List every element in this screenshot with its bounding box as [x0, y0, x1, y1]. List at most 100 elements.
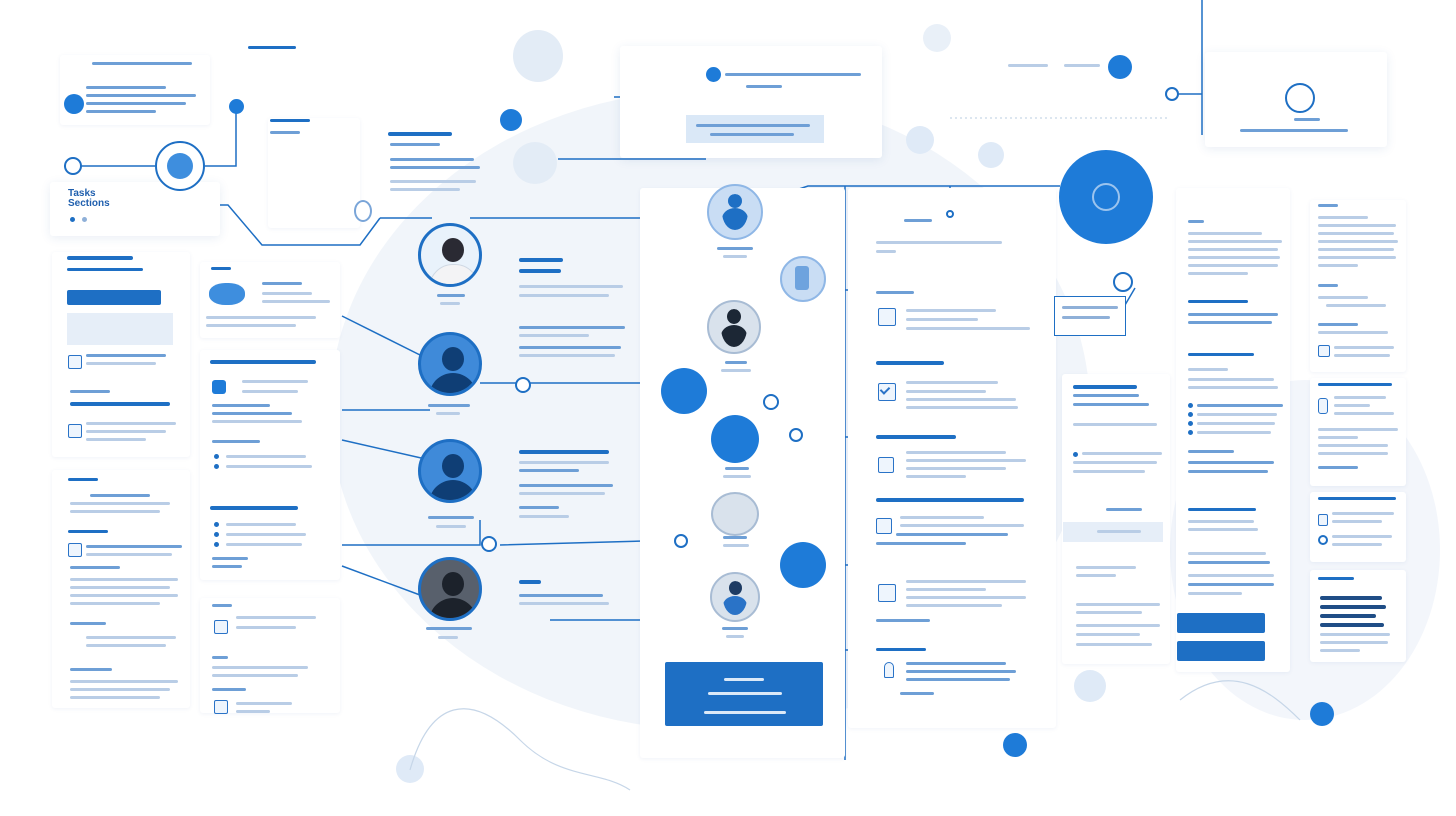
- text-line: [906, 670, 1016, 673]
- phone-icon[interactable]: [1318, 398, 1328, 414]
- text-line: [1076, 566, 1136, 569]
- person-icon[interactable]: [354, 200, 372, 222]
- bullet: [214, 464, 219, 469]
- text-line: [86, 636, 176, 639]
- user-icon[interactable]: [1108, 55, 1132, 79]
- connector-node[interactable]: [674, 534, 688, 548]
- text-line: [70, 390, 110, 393]
- document-icon[interactable]: [876, 518, 892, 534]
- text-line: [270, 119, 310, 122]
- globe-icon[interactable]: [1113, 272, 1133, 292]
- text-line: [1188, 386, 1278, 389]
- text-line: [710, 133, 794, 136]
- pencil-icon[interactable]: [878, 457, 894, 473]
- brain-icon[interactable]: [209, 283, 245, 305]
- text-line: [519, 285, 623, 288]
- clock-icon[interactable]: [68, 543, 82, 557]
- check-icon[interactable]: [878, 383, 896, 401]
- text-line: [519, 334, 589, 337]
- background-blob: [513, 30, 563, 82]
- button-text: [704, 711, 786, 714]
- text-line: [1097, 530, 1141, 533]
- robot-icon[interactable]: [212, 380, 226, 394]
- document-icon[interactable]: [878, 308, 896, 326]
- connector-node[interactable]: [481, 536, 497, 552]
- text-line: [1332, 512, 1394, 515]
- text-line: [906, 451, 1006, 454]
- action-button[interactable]: [1177, 641, 1265, 661]
- status-dot: [82, 217, 87, 222]
- gear-icon[interactable]: [64, 94, 84, 114]
- text-line: [519, 469, 579, 472]
- globe-icon[interactable]: [706, 67, 721, 82]
- text-line: [1318, 256, 1396, 259]
- text-line: [262, 292, 312, 295]
- section-title: [1318, 497, 1396, 500]
- lock-icon[interactable]: [229, 99, 244, 114]
- text-line: [906, 381, 998, 384]
- text-line: [876, 250, 896, 253]
- bullet: [214, 522, 219, 527]
- text-line: [1318, 444, 1388, 447]
- text-line: [1188, 272, 1248, 275]
- user-icon[interactable]: [1310, 702, 1334, 726]
- action-button[interactable]: [1177, 613, 1265, 633]
- text-line: [242, 390, 298, 393]
- text-line: [1188, 220, 1204, 223]
- document-icon[interactable]: [1318, 345, 1330, 357]
- text-line: [428, 516, 474, 519]
- person-icon[interactable]: [884, 662, 894, 678]
- text-line: [86, 110, 156, 113]
- text-line: [86, 644, 166, 647]
- text-line: [906, 604, 1002, 607]
- text-line: [86, 354, 166, 357]
- text-line: [1318, 296, 1368, 299]
- text-line: [906, 662, 1006, 665]
- text-line: [1334, 354, 1390, 357]
- user-icon[interactable]: [711, 492, 759, 536]
- link-node[interactable]: [1165, 87, 1179, 101]
- document-icon[interactable]: [68, 355, 82, 369]
- section-title: [519, 580, 541, 584]
- globe-icon[interactable]: [1318, 535, 1328, 545]
- text-line: [1294, 118, 1320, 121]
- text-line: [226, 533, 306, 536]
- profile-avatar[interactable]: [418, 332, 482, 396]
- text-line: [1073, 423, 1157, 426]
- info-icon[interactable]: [68, 424, 82, 438]
- text-line: [212, 404, 270, 407]
- globe-icon[interactable]: [661, 368, 707, 414]
- person-icon: [723, 581, 747, 615]
- text-line: [906, 588, 986, 591]
- connector-node[interactable]: [946, 210, 954, 218]
- text-line: [1106, 508, 1142, 511]
- brain-icon[interactable]: [1285, 83, 1315, 113]
- shield-icon[interactable]: [780, 542, 826, 588]
- text-line: [1334, 346, 1394, 349]
- connector-node[interactable]: [789, 428, 803, 442]
- text-line: [1188, 264, 1278, 267]
- shield-icon[interactable]: [1318, 514, 1328, 526]
- text-line: [1320, 633, 1390, 636]
- robot-icon[interactable]: [1003, 733, 1027, 757]
- profile-avatar[interactable]: [418, 557, 482, 621]
- tab-button[interactable]: [67, 290, 161, 305]
- connector-node[interactable]: [515, 377, 531, 393]
- pencil-icon[interactable]: [878, 584, 896, 602]
- text-line: [717, 247, 753, 250]
- document-icon[interactable]: [214, 700, 228, 714]
- document-icon[interactable]: [500, 109, 522, 131]
- user-icon[interactable]: [64, 157, 82, 175]
- text-line: [262, 282, 302, 285]
- text-line: [236, 626, 296, 629]
- connector-node[interactable]: [763, 394, 779, 410]
- text-line: [70, 594, 178, 597]
- text-line: [226, 523, 296, 526]
- document-icon[interactable]: [214, 620, 228, 634]
- phone-icon[interactable]: [780, 256, 826, 302]
- heading-line: [1320, 605, 1386, 609]
- text-line: [906, 580, 1026, 583]
- pencil-icon[interactable]: [711, 415, 759, 463]
- profile-avatar[interactable]: [418, 439, 482, 503]
- profile-avatar[interactable]: [418, 223, 482, 287]
